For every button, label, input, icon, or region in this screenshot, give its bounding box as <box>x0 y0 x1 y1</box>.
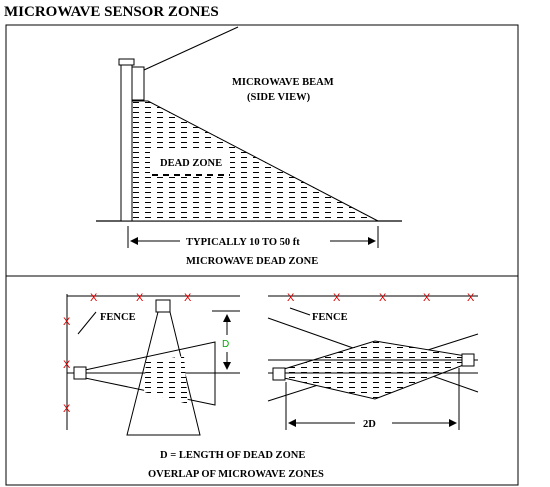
sensor-box-left <box>73 366 87 380</box>
fence-label-right: FENCE <box>312 312 348 323</box>
two-d-label: 2D <box>363 419 376 430</box>
sensor-box-top <box>155 299 171 313</box>
fence-marker: X <box>423 292 431 304</box>
microwave-beam-side <box>131 100 379 222</box>
beam-label-line2: (SIDE VIEW) <box>247 92 311 103</box>
sensor-cable <box>143 26 239 71</box>
top-view-left-panel: D FENCE X X X X X X <box>63 292 240 436</box>
fence-label-left: FENCE <box>100 312 136 323</box>
fence-marker: X <box>63 316 71 328</box>
fence-marker: X <box>63 359 71 371</box>
range-label: TYPICALLY 10 TO 50 ft <box>186 237 300 248</box>
fence-marker: X <box>136 292 144 304</box>
sensor-box-right-a <box>272 367 286 381</box>
fence-marker: X <box>467 292 475 304</box>
dead-zone-area <box>150 152 230 174</box>
microwave-sensor-unit <box>131 66 145 101</box>
fence-marker: X <box>90 292 98 304</box>
fence-marker: X <box>63 403 71 415</box>
fence-marker: X <box>333 292 341 304</box>
sensor-pole <box>120 63 133 222</box>
dead-zone-label: DEAD ZONE <box>160 158 222 169</box>
fence-leader-right <box>289 307 311 316</box>
side-view-caption: MICROWAVE DEAD ZONE <box>186 256 318 267</box>
top-view-right-panel: 2D FENCE X X X X X <box>267 292 479 430</box>
pole-cap <box>118 58 135 66</box>
beam-label-line1: MICROWAVE BEAM <box>232 77 334 88</box>
fence-marker: X <box>379 292 387 304</box>
diagram-title: MICROWAVE SENSOR ZONES <box>4 4 219 20</box>
dead-zone-definition: D = LENGTH OF DEAD ZONE <box>160 450 305 461</box>
side-view-panel: DEAD ZONE MICROWAVE BEAM (SIDE VIEW) TYP… <box>96 26 402 267</box>
fence-marker: X <box>287 292 295 304</box>
sensor-box-right-b <box>461 353 475 367</box>
overlap-zone-right <box>283 340 467 400</box>
fence-marker: X <box>184 292 192 304</box>
fence-leader-left <box>77 311 97 335</box>
d-label: D <box>222 339 229 350</box>
overlap-zone-left <box>144 356 188 404</box>
top-view-caption: OVERLAP OF MICROWAVE ZONES <box>148 469 324 480</box>
diagram-frame <box>5 24 519 486</box>
